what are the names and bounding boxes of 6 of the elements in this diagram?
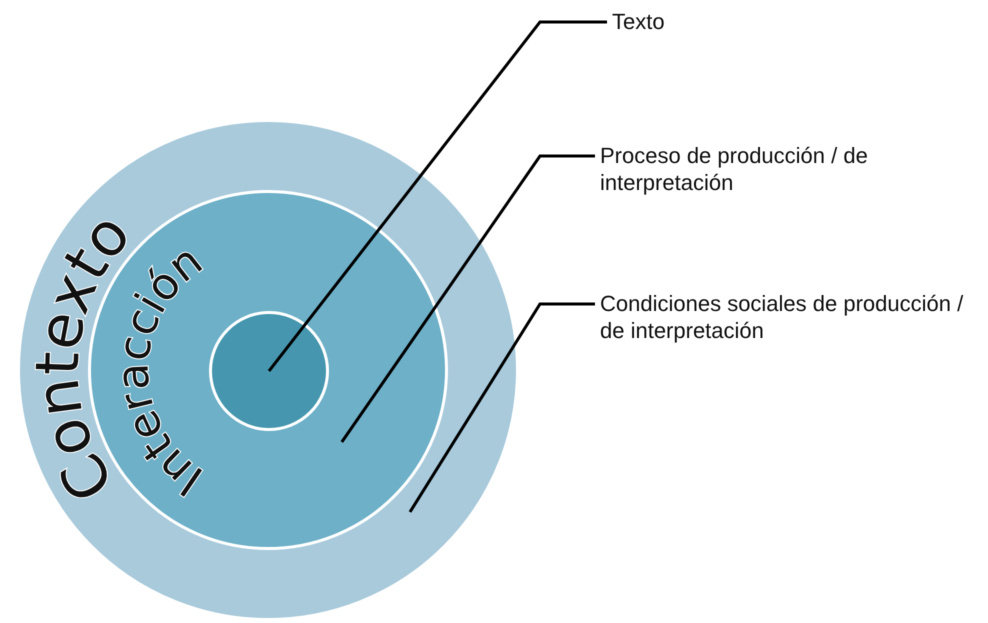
leader-line [408,302,595,513]
leader-line [340,154,595,443]
leader-line [268,20,607,372]
callout-label: Condiciones sociales de producción / de interpretación [600,290,964,344]
callout-label: Proceso de producción / de interpretación [600,142,869,196]
callout-label: Texto [612,8,666,35]
